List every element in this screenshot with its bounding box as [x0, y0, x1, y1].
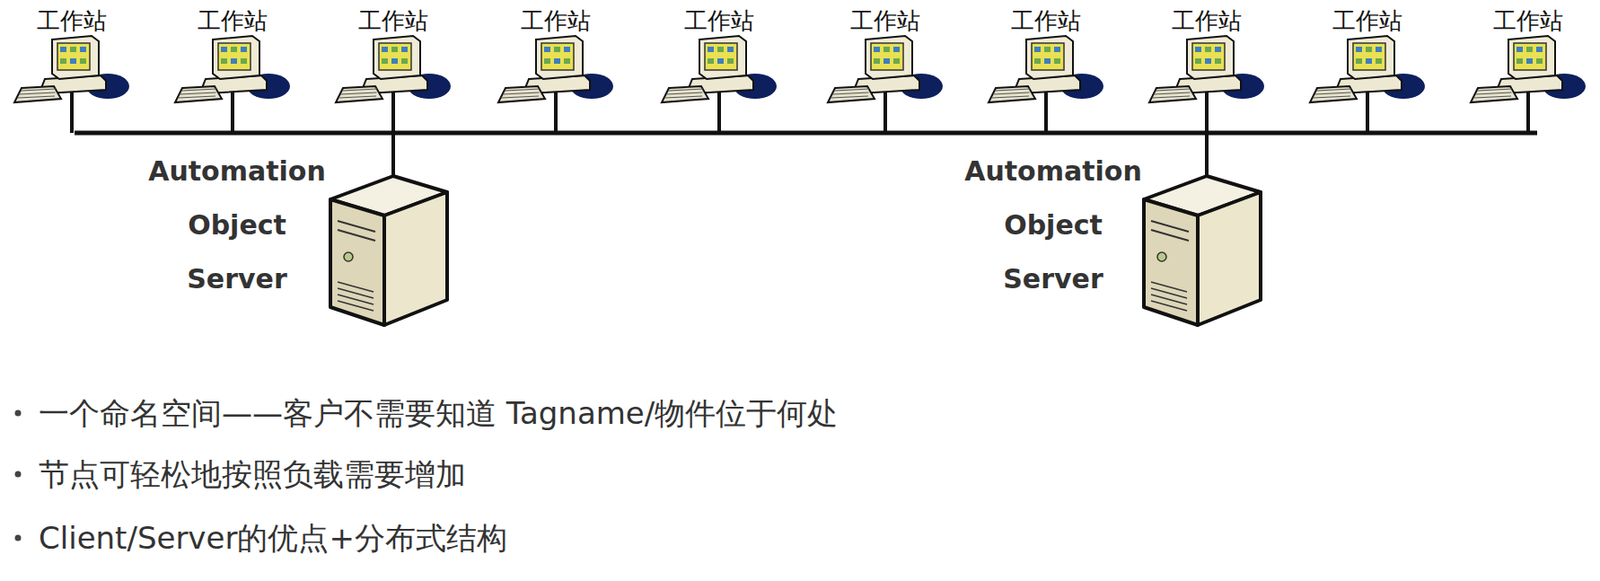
server-label: Automation Object Server	[964, 144, 1143, 307]
workstation-icon	[498, 35, 614, 133]
workstation-icon	[1470, 35, 1586, 133]
workstation-label: 工作站	[850, 7, 921, 35]
workstation-icon	[661, 35, 777, 133]
workstation-icon	[175, 35, 291, 133]
workstation-label: 工作站	[358, 7, 429, 35]
workstation-icon	[1309, 35, 1425, 133]
workstation-icon	[335, 35, 451, 133]
bullet-text: 节点可轻松地按照负载需要增加	[38, 454, 466, 494]
bullet-text: 一个命名空间——客户不需要知道 Tagname/物件位于何处	[38, 393, 838, 433]
workstation-label: 工作站	[36, 7, 107, 35]
workstation-icon	[988, 35, 1104, 133]
bullet-dot	[15, 471, 22, 478]
server-icon	[1143, 132, 1261, 326]
workstation-icon	[14, 35, 130, 133]
workstation-label: 工作站	[684, 7, 755, 35]
bullet-dot	[15, 410, 22, 417]
server-label: Automation Object Server	[148, 144, 326, 307]
workstation-label: 工作站	[1171, 7, 1242, 35]
workstation-label: 工作站	[520, 7, 591, 35]
network-bus	[74, 131, 1538, 136]
server-icon	[330, 132, 448, 326]
workstation-label: 工作站	[1010, 7, 1082, 35]
bullet-text: Client/Server的优点+分布式结构	[38, 518, 508, 558]
workstation-label: 工作站	[197, 7, 268, 35]
workstation-icon	[827, 35, 943, 133]
workstation-icon	[1149, 35, 1265, 133]
bullet-dot	[15, 535, 22, 542]
workstation-label: 工作站	[1332, 7, 1403, 35]
workstation-label: 工作站	[1493, 7, 1564, 35]
